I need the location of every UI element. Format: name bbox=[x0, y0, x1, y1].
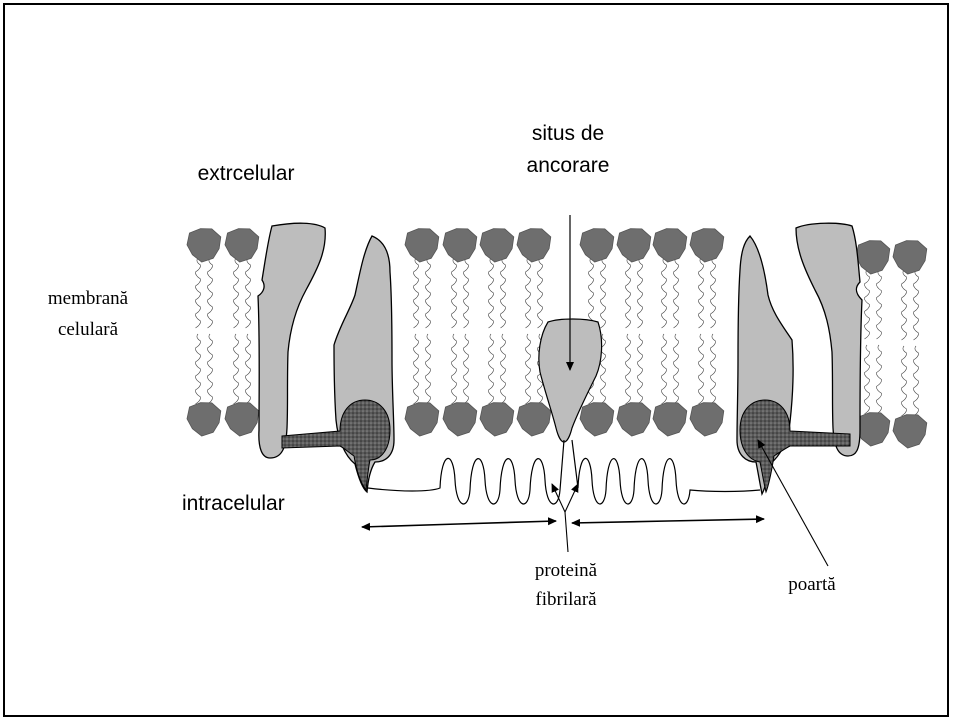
lipid-tail bbox=[637, 334, 642, 404]
label-anchor-line2: ancorare bbox=[527, 154, 610, 177]
lipid-tail bbox=[710, 258, 715, 328]
lipid-tail bbox=[233, 334, 238, 404]
lipid-head-top bbox=[225, 229, 259, 263]
span-arrow-left-a bbox=[362, 524, 458, 527]
lipid-tail bbox=[525, 334, 530, 404]
lipid-tail bbox=[600, 258, 605, 328]
lipid-tail bbox=[625, 334, 630, 404]
lipid-tail bbox=[710, 334, 715, 404]
protein-pointer-stem bbox=[565, 512, 568, 552]
lipid-tail bbox=[901, 346, 906, 416]
lipid-tail bbox=[500, 334, 505, 404]
lipid-tail bbox=[698, 334, 703, 404]
lipid-head-bottom bbox=[653, 403, 687, 437]
lipid-tail bbox=[245, 334, 250, 404]
lipid-tail bbox=[588, 258, 593, 328]
lipid-head-bottom bbox=[225, 403, 259, 437]
label-membrane-line1: membrană bbox=[48, 288, 129, 309]
lipid-head-top bbox=[617, 229, 651, 263]
lipid-tail bbox=[463, 334, 468, 404]
lipid-tail bbox=[463, 258, 468, 328]
lipid-head-top bbox=[580, 229, 614, 263]
left-outer-channel-protein bbox=[258, 223, 325, 458]
protein-pointer-left bbox=[552, 484, 565, 512]
label-gate: poartă bbox=[788, 574, 836, 595]
lipid-tail bbox=[413, 258, 418, 328]
lipid-tail bbox=[245, 258, 250, 328]
lipid-head-top bbox=[443, 229, 477, 263]
lipid-tail bbox=[451, 334, 456, 404]
lipid-head-top bbox=[690, 229, 724, 263]
lipid-tail bbox=[864, 345, 869, 414]
lipid-tail bbox=[233, 258, 238, 328]
lipid-tail bbox=[673, 334, 678, 404]
lipid-head-bottom bbox=[480, 403, 514, 437]
label-extracellular: extrcelular bbox=[198, 162, 295, 185]
lipid-tail bbox=[673, 258, 678, 328]
span-arrow-right-b bbox=[668, 519, 764, 521]
fibrillar-protein-left bbox=[368, 440, 564, 504]
protein-pointer-right bbox=[565, 484, 578, 512]
lipid-tail bbox=[637, 258, 642, 328]
lipid-head-bottom bbox=[617, 403, 651, 437]
lipid-head-bottom bbox=[893, 415, 927, 449]
lipid-tail bbox=[413, 334, 418, 404]
lipid-tail bbox=[207, 334, 212, 404]
lipid-tail bbox=[488, 258, 493, 328]
right-outer-channel-protein bbox=[796, 223, 862, 456]
lipid-tail bbox=[661, 258, 666, 328]
lipid-head-top bbox=[405, 229, 439, 263]
lipid-head-bottom bbox=[187, 403, 221, 437]
lipid-tail bbox=[876, 345, 881, 414]
label-protein-line1: proteină bbox=[535, 560, 598, 581]
lipid-tail bbox=[195, 258, 200, 328]
lipid-tail bbox=[451, 258, 456, 328]
lipid-head-bottom bbox=[580, 403, 614, 437]
lipid-tail bbox=[500, 258, 505, 328]
lipid-tail bbox=[913, 346, 918, 416]
lipid-tail bbox=[425, 258, 430, 328]
lipid-tail bbox=[901, 270, 906, 340]
lipid-tail bbox=[876, 270, 881, 339]
lipid-head-top bbox=[517, 229, 551, 263]
label-anchor-line1: situs de bbox=[532, 122, 604, 145]
lipid-head-top bbox=[893, 241, 927, 275]
label-membrane-line2: celulară bbox=[58, 319, 119, 340]
lipid-head-bottom bbox=[517, 403, 551, 437]
lipid-head-bottom bbox=[856, 413, 890, 447]
lipid-tail bbox=[425, 334, 430, 404]
lipid-tail bbox=[207, 258, 212, 328]
gate-arrow bbox=[758, 440, 828, 566]
lipid-tail bbox=[488, 334, 493, 404]
lipid-tail bbox=[661, 334, 666, 404]
lipid-tail bbox=[537, 258, 542, 328]
span-arrow-right-a bbox=[572, 521, 668, 523]
fibrillar-protein-right bbox=[572, 440, 760, 504]
lipid-head-bottom bbox=[690, 403, 724, 437]
lipid-tail bbox=[864, 270, 869, 339]
span-arrow-left-b bbox=[458, 521, 556, 524]
label-protein-line2: fibrilară bbox=[535, 589, 597, 610]
label-intracellular: intracelular bbox=[182, 492, 285, 515]
lipid-tail bbox=[913, 270, 918, 340]
lipid-tail bbox=[525, 258, 530, 328]
lipid-head-top bbox=[653, 229, 687, 263]
lipid-tail bbox=[625, 258, 630, 328]
lipid-head-bottom bbox=[443, 403, 477, 437]
lipid-head-top bbox=[856, 241, 890, 275]
lipid-tail bbox=[195, 334, 200, 404]
lipid-head-bottom bbox=[405, 403, 439, 437]
lipid-head-top bbox=[187, 229, 221, 263]
lipid-head-top bbox=[480, 229, 514, 263]
lipid-tail bbox=[698, 258, 703, 328]
